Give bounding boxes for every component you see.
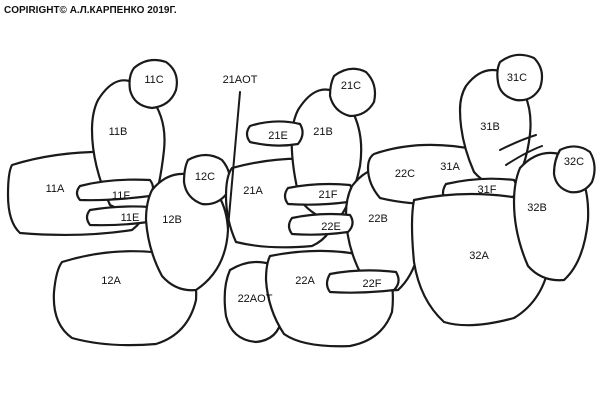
label-31c: 31C <box>507 72 527 84</box>
label-31b: 31B <box>480 121 500 133</box>
label-22b: 22B <box>368 213 388 225</box>
label-21f: 21F <box>319 189 338 201</box>
seat-11c-headrest <box>128 58 178 110</box>
label-11e: 11E <box>121 212 140 224</box>
label-22f: 22F <box>363 278 382 290</box>
label-11c: 11C <box>144 74 163 86</box>
seat-22f-armrest <box>325 269 400 294</box>
label-12c: 12C <box>195 171 215 183</box>
label-21e: 21E <box>268 130 288 142</box>
label-11a: 11A <box>46 183 65 195</box>
seat-31-belt <box>499 134 537 151</box>
seat-12c-headrest <box>182 153 232 206</box>
copyright-text: COPIRIGHT© А.Л.КАРПЕНКО 2019Г. <box>4 5 177 16</box>
label-32c: 32C <box>564 156 584 168</box>
label-31f: 31F <box>478 184 497 196</box>
label-32a: 32A <box>469 250 489 262</box>
label-22aot: 22AOT <box>238 293 273 305</box>
seat-31c-headrest <box>496 53 544 102</box>
seat-11e-armrest <box>85 205 154 227</box>
label-31a: 31A <box>440 161 460 173</box>
label-21b: 21B <box>313 126 333 138</box>
seat-22e-armrest <box>287 212 354 236</box>
label-12a: 12A <box>101 275 121 287</box>
label-21c: 21C <box>341 80 361 92</box>
label-32b: 32B <box>527 202 547 214</box>
seat-32c-headrest <box>552 145 596 194</box>
label-12b: 12B <box>162 214 182 226</box>
seat-21aot-leader-line <box>227 91 241 229</box>
seat-21e-armrest <box>245 120 304 147</box>
label-11b: 11B <box>109 126 128 138</box>
label-11f: 11F <box>112 190 130 202</box>
seat-21c-headrest <box>328 67 377 118</box>
seat-31-belt-b <box>505 145 543 166</box>
label-22c: 22C <box>395 168 415 180</box>
label-22a: 22A <box>295 275 315 287</box>
label-21aot: 21AOT <box>223 74 258 86</box>
label-21a: 21A <box>243 185 263 197</box>
label-22e: 22E <box>321 221 341 233</box>
